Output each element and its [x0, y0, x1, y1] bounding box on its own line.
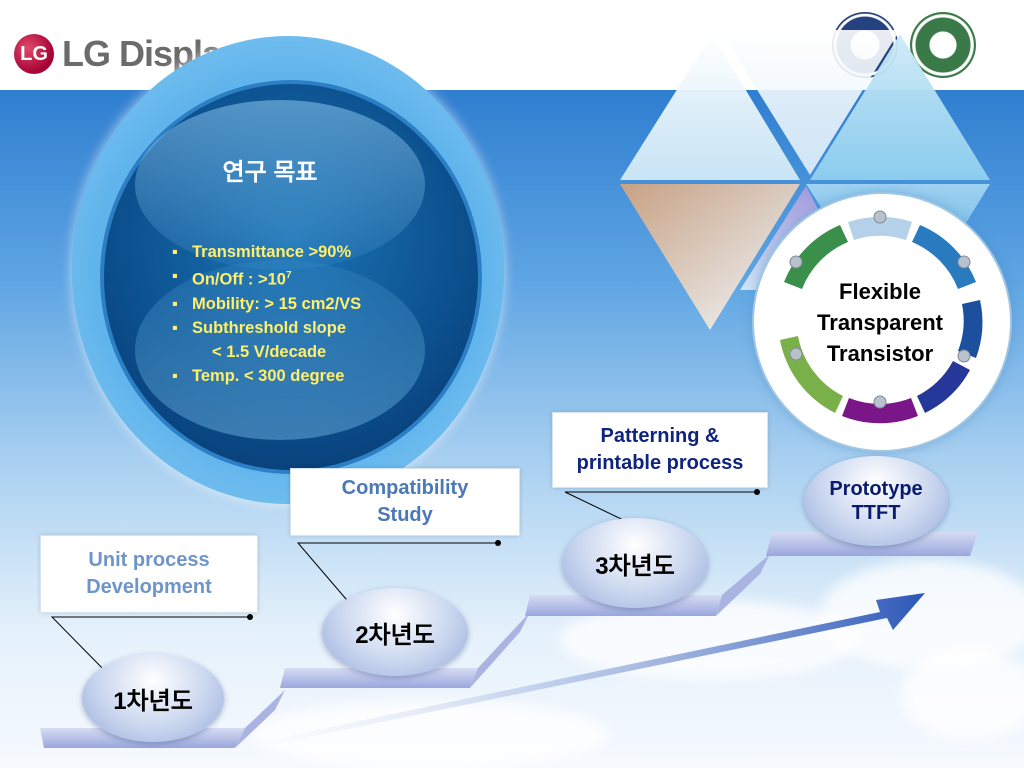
ftt-ring-segments — [780, 210, 983, 424]
goal-item-continuation: < 1.5 V/decade — [212, 342, 327, 361]
label-line: Patterning & — [600, 425, 720, 447]
ftt-line: Transistor — [826, 341, 934, 366]
goal-item: Transmittance >90% — [172, 240, 361, 264]
label-compatibility-study: Compatibility Study — [290, 468, 520, 536]
step-year1: 1차년도 — [82, 654, 224, 742]
ftt-line: Transparent — [817, 310, 943, 335]
label-line: printable process — [576, 452, 744, 474]
university-seal-green — [910, 12, 976, 78]
label-line: Compatibility — [341, 477, 469, 499]
prototype-line: TTFT — [851, 502, 901, 524]
exponent: 7 — [285, 270, 292, 281]
cloud — [900, 650, 1024, 740]
step-year2: 2차년도 — [322, 588, 468, 676]
goal-item: Mobility: > 15 cm2/VS — [172, 292, 361, 316]
label-line: Study — [377, 504, 433, 526]
goal-item: Subthreshold slope — [172, 316, 361, 340]
goal-title: 연구 목표 — [222, 159, 318, 186]
lg-logo-mark: LG — [14, 34, 54, 74]
goal-item: Temp. < 300 degree — [172, 364, 361, 388]
label-unit-process: Unit process Development — [40, 535, 258, 613]
label-line: Unit process — [88, 549, 210, 571]
step-prototype: Prototype TTFT — [804, 456, 948, 546]
label-line: Development — [86, 576, 212, 598]
step-year3: 3차년도 — [562, 518, 708, 608]
ftt-line: Flexible — [839, 279, 921, 304]
prototype-line: Prototype — [829, 478, 923, 500]
goal-list: Transmittance >90% On/Off : >107 Mobilit… — [172, 240, 361, 388]
goal-item: On/Off : >107 — [172, 264, 361, 292]
label-patterning: Patterning & printable process — [552, 412, 768, 488]
ftt-label: Flexible Transparent Transistor — [800, 276, 960, 369]
